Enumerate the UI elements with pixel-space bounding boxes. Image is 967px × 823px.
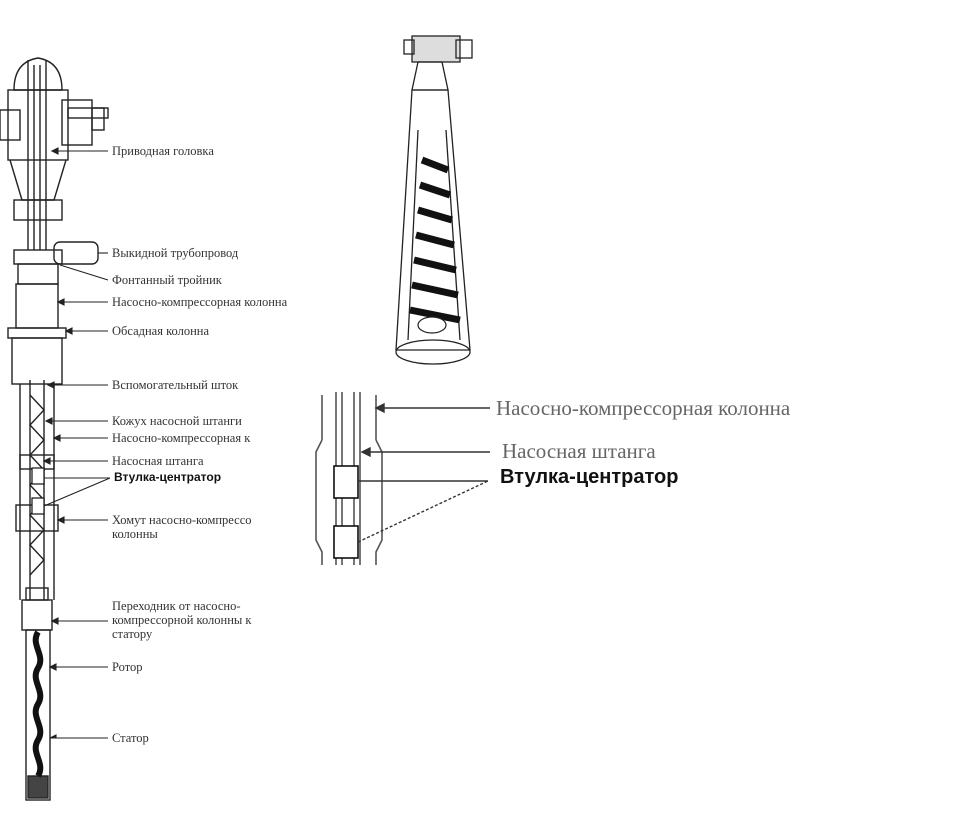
label-rotor: Ротор [112, 660, 143, 674]
label-tubing-clamp: Хомут насосно-компрессо колонны [112, 513, 252, 541]
inset-label-sucker-rod: Насосная штанга [502, 439, 656, 463]
label-tubing-truncated: Насосно-компрессорная к [112, 431, 251, 445]
inset-label-centralizer: Втулка-центратор [500, 466, 679, 488]
inset-label-tubing-string: Насосно-компрессорная колонна [496, 396, 791, 420]
label-polished-rod: Вспомогательный шток [112, 378, 239, 392]
label-stator: Статор [112, 731, 149, 745]
label-flow-tee: Фонтанный тройник [112, 273, 222, 287]
label-flowline: Выкидной трубопровод [112, 246, 239, 260]
label-drive-head: Приводная головка [112, 144, 214, 158]
label-rod-housing: Кожух насосной штанги [112, 414, 242, 428]
label-tubing-string: Насосно-компрессорная колонна [112, 295, 288, 309]
label-centralizer: Втулка-центратор [114, 470, 222, 484]
label-stator-adapter: Переходник от насосно- компрессорной кол… [112, 599, 252, 641]
label-casing-string: Обсадная колонна [112, 324, 210, 338]
label-sucker-rod: Насосная штанга [112, 454, 204, 468]
